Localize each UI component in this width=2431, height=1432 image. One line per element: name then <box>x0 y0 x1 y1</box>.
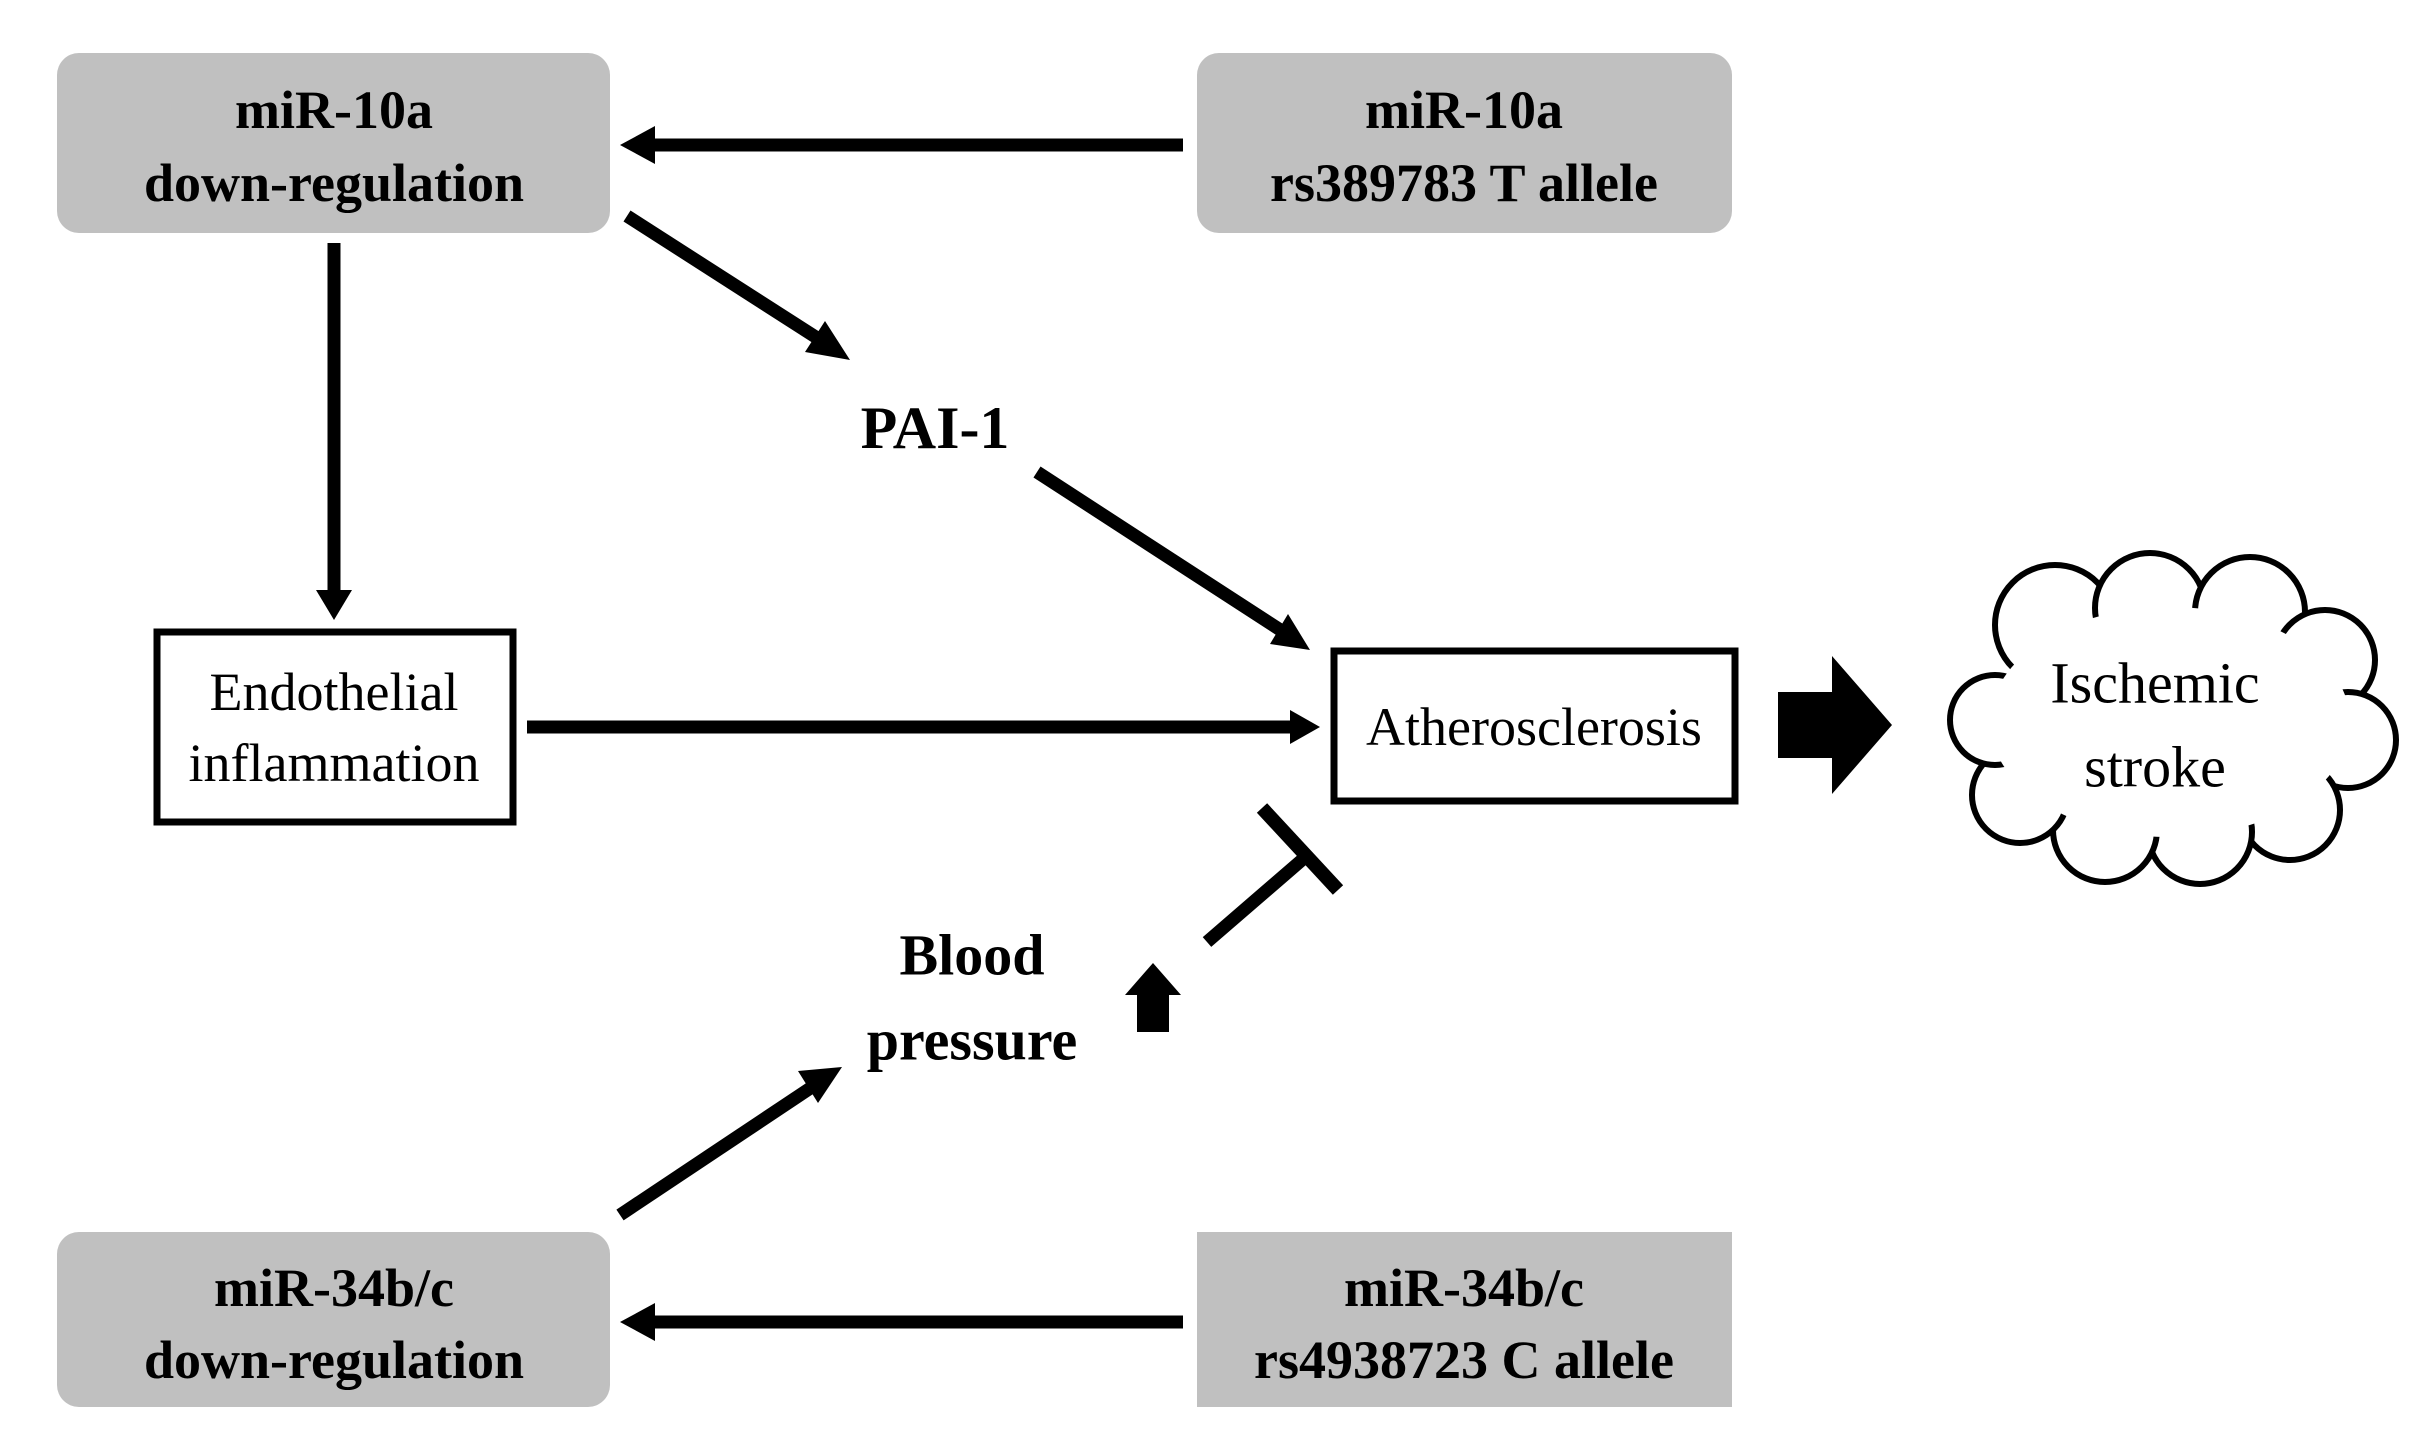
node-mir10a-snp: miR-10a rs389783 T allele <box>1197 53 1732 233</box>
ischemic-line2: stroke <box>2084 735 2226 800</box>
mir34-snp-line2: rs4938723 C allele <box>1254 1330 1674 1390</box>
ischemic-line1: Ischemic <box>2050 651 2259 716</box>
cloud-shape <box>1947 550 2399 887</box>
pai1-label: PAI-1 <box>861 395 1010 461</box>
edge-mir10a-snp-to-down <box>620 126 1183 164</box>
edge-mir10a-down-to-endothelial <box>316 243 352 620</box>
endothelial-line1: Endothelial <box>210 662 459 722</box>
mir34-snp-line1: miR-34b/c <box>1344 1258 1584 1318</box>
node-atherosclerosis: Atherosclerosis <box>1330 647 1739 805</box>
edge-mir10a-down-to-pai1 <box>623 210 850 360</box>
atherosclerosis-label: Atherosclerosis <box>1366 697 1702 757</box>
node-mir34-down-regulation: miR-34b/c down-regulation <box>57 1232 610 1407</box>
mir10a-down-line2: down-regulation <box>144 153 524 213</box>
mir10a-snp-line2: rs389783 T allele <box>1270 153 1658 213</box>
edge-pai1-to-atherosclerosis <box>1033 466 1310 650</box>
blood-pressure-line1: Blood <box>899 923 1044 988</box>
edge-mir34-down-to-blood-pressure <box>616 1067 842 1221</box>
endothelial-line2: inflammation <box>189 733 480 793</box>
node-ischemic-stroke: Ischemic stroke <box>1947 550 2399 887</box>
mir34-down-line2: down-regulation <box>144 1330 524 1390</box>
node-blood-pressure: Blood pressure <box>867 923 1078 1073</box>
mir10a-down-line1: miR-10a <box>235 80 433 140</box>
node-mir34-snp: miR-34b/c rs4938723 C allele <box>1197 1232 1732 1407</box>
node-pai1: PAI-1 <box>861 395 1010 461</box>
edge-endothelial-to-atherosclerosis <box>527 710 1320 744</box>
edge-mir34-snp-to-down <box>620 1303 1183 1341</box>
edge-atherosclerosis-to-stroke <box>1778 656 1892 794</box>
blood-pressure-line2: pressure <box>867 1008 1078 1073</box>
edge-blood-pressure-inhibits-atherosclerosis <box>1202 803 1344 947</box>
blood-pressure-increase-arrow-icon <box>1125 963 1181 1032</box>
node-endothelial-inflammation: Endothelial inflammation <box>153 628 517 826</box>
node-mir10a-down-regulation: miR-10a down-regulation <box>57 53 610 233</box>
mir10a-snp-line1: miR-10a <box>1365 80 1563 140</box>
mir34-down-line1: miR-34b/c <box>214 1258 454 1318</box>
